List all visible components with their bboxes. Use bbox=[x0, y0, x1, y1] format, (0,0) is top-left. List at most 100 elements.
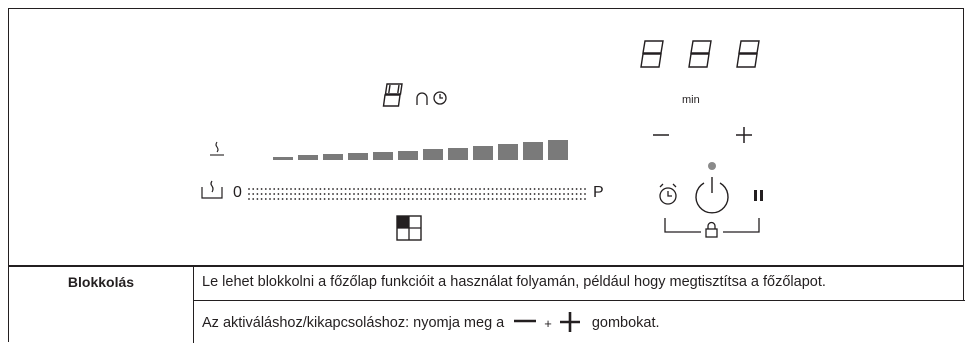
slider-dot bbox=[281, 188, 284, 190]
lock-icon[interactable] bbox=[705, 221, 718, 238]
slider-dot bbox=[521, 198, 523, 200]
slider-dot bbox=[260, 198, 263, 200]
slider-dot bbox=[353, 198, 355, 200]
slider-dot bbox=[340, 193, 343, 195]
minute-minder-icon[interactable] bbox=[659, 183, 677, 205]
slider-dot bbox=[382, 198, 385, 200]
panel-graphics bbox=[201, 40, 763, 241]
slider-dot bbox=[420, 198, 423, 200]
slider-dot bbox=[571, 198, 574, 200]
timer-plus-button[interactable] bbox=[736, 127, 752, 143]
slider-dot bbox=[357, 193, 360, 195]
keep-warm-icon[interactable] bbox=[201, 180, 223, 199]
slider-dot bbox=[332, 193, 334, 195]
slider-dot bbox=[319, 193, 322, 195]
power-button-icon[interactable] bbox=[695, 177, 729, 214]
slider-dot bbox=[584, 198, 586, 200]
power-bar-9 bbox=[473, 146, 493, 160]
slider-dot bbox=[285, 188, 288, 190]
slider-dot bbox=[323, 188, 326, 190]
slider-dot bbox=[546, 188, 549, 190]
slider-dot bbox=[344, 198, 347, 200]
slider-dot bbox=[315, 193, 318, 195]
slider-dot bbox=[449, 198, 452, 200]
slider-dot bbox=[584, 193, 586, 195]
instruction-text: Az aktiváláshoz/kikapcsoláshoz: nyomja m… bbox=[202, 315, 505, 331]
slider-dot bbox=[500, 193, 502, 195]
power-slider[interactable] bbox=[248, 188, 586, 200]
slider-dot bbox=[525, 193, 528, 195]
zone-selector-icon[interactable] bbox=[396, 215, 422, 241]
pause-icon[interactable] bbox=[754, 190, 763, 201]
slider-dot bbox=[407, 198, 410, 200]
slider-dot bbox=[340, 188, 343, 190]
slider-dot bbox=[474, 193, 477, 195]
slider-dot bbox=[474, 198, 477, 200]
slider-dot bbox=[512, 198, 515, 200]
slider-dot bbox=[470, 198, 473, 200]
slider-dot bbox=[579, 198, 582, 200]
slider-dot bbox=[525, 188, 528, 190]
slider-dot bbox=[558, 193, 561, 195]
slider-dot bbox=[382, 193, 385, 195]
slider-dot bbox=[248, 193, 250, 195]
slider-dot bbox=[269, 188, 271, 190]
slider-dot bbox=[445, 188, 448, 190]
slider-dot bbox=[567, 188, 570, 190]
slider-dot bbox=[416, 193, 418, 195]
slider-dot bbox=[432, 188, 435, 190]
slider-dot bbox=[311, 188, 313, 190]
table-row-divider bbox=[194, 300, 965, 301]
slider-dot bbox=[537, 193, 540, 195]
table-column-divider bbox=[193, 267, 194, 343]
slider-dot bbox=[428, 188, 431, 190]
slider-dot bbox=[550, 188, 553, 190]
slider-dot bbox=[516, 188, 519, 190]
slider-dot bbox=[357, 198, 360, 200]
slider-dot bbox=[336, 193, 339, 195]
slider-dot bbox=[563, 188, 565, 190]
slider-dot bbox=[495, 188, 498, 190]
slider-dot bbox=[462, 193, 465, 195]
slider-dot bbox=[462, 198, 465, 200]
slider-dot bbox=[369, 198, 372, 200]
slider-dot bbox=[567, 193, 570, 195]
slider-dot bbox=[306, 198, 309, 200]
slider-dot bbox=[256, 198, 259, 200]
slider-dot bbox=[365, 198, 368, 200]
slider-dot bbox=[348, 198, 351, 200]
slider-dot bbox=[546, 198, 549, 200]
slider-dot bbox=[554, 198, 557, 200]
slider-dot bbox=[491, 188, 494, 190]
slider-dot bbox=[458, 188, 460, 190]
slider-dot bbox=[298, 188, 301, 190]
slider-dot bbox=[445, 193, 448, 195]
table-right-border bbox=[963, 267, 964, 300]
slider-dot bbox=[285, 193, 288, 195]
slider-dot bbox=[441, 188, 444, 190]
slider-dot bbox=[483, 193, 486, 195]
slider-dot bbox=[416, 188, 418, 190]
slider-dot bbox=[550, 193, 553, 195]
power-bar-3 bbox=[323, 154, 343, 160]
slider-dot bbox=[403, 198, 406, 200]
slider-dot bbox=[264, 188, 267, 190]
slider-dot bbox=[323, 198, 326, 200]
slider-dot bbox=[319, 188, 322, 190]
slider-dot bbox=[470, 193, 473, 195]
slider-dot bbox=[416, 198, 418, 200]
slider-dot bbox=[529, 188, 532, 190]
slider-dot bbox=[281, 198, 284, 200]
slider-dot bbox=[479, 193, 481, 195]
slider-dot bbox=[298, 198, 301, 200]
slider-dot bbox=[294, 198, 297, 200]
slider-dot bbox=[462, 188, 465, 190]
slider-dot bbox=[487, 198, 490, 200]
slider-dot bbox=[466, 193, 469, 195]
slider-dot bbox=[504, 193, 507, 195]
slider-dot bbox=[374, 193, 376, 195]
slider-dot bbox=[529, 193, 532, 195]
slider-dot bbox=[500, 188, 502, 190]
slider-dot bbox=[256, 188, 259, 190]
slider-dot bbox=[554, 188, 557, 190]
